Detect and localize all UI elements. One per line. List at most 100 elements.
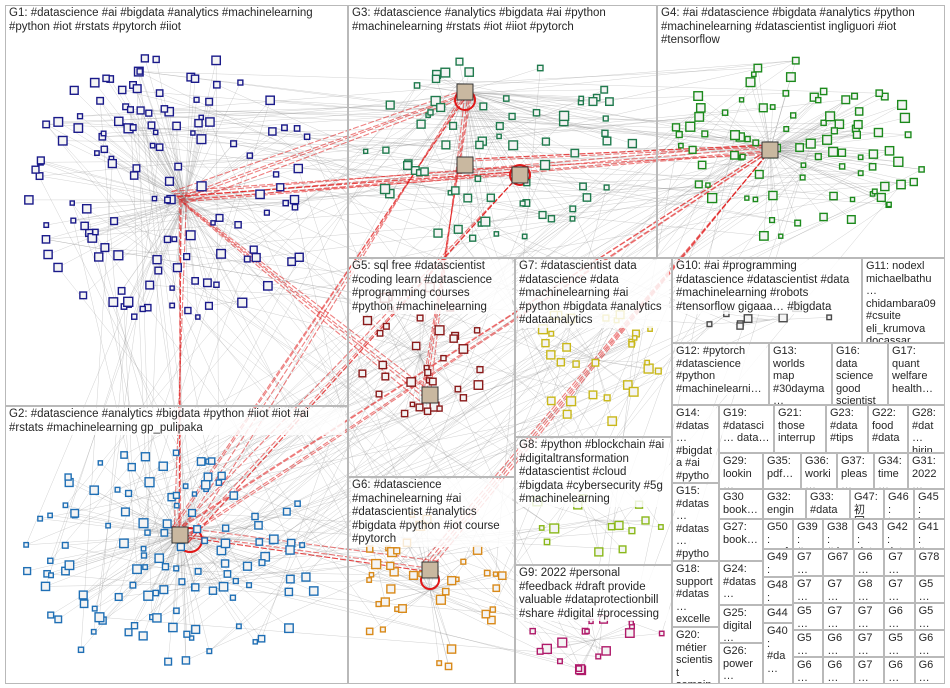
vertex: [791, 56, 800, 65]
edge: [769, 149, 875, 192]
vertex: [108, 297, 119, 308]
vertex: [721, 109, 729, 116]
edge: [227, 151, 834, 575]
edge: [429, 589, 449, 667]
group-label-g7: G7: #datascientist data #datascience #da…: [518, 260, 669, 328]
vertex: [829, 191, 838, 201]
vertex: [381, 372, 390, 381]
vertex: [42, 120, 51, 129]
vertex: [234, 220, 242, 229]
edge: [184, 199, 292, 262]
vertex: [362, 148, 369, 155]
vertex: [600, 85, 609, 94]
vertex: [196, 457, 206, 466]
vertex: [237, 79, 244, 86]
tiny-group-label: G5…: [917, 605, 942, 629]
edge: [480, 184, 699, 225]
vertex: [243, 255, 251, 263]
group-label-g17: G17: quant welfare health…: [891, 345, 942, 395]
vertex: [379, 626, 386, 633]
hub-vertex: [421, 561, 439, 579]
edge: [118, 100, 271, 598]
edge: [769, 149, 873, 195]
vertex: [69, 200, 75, 206]
vertex: [301, 572, 311, 582]
vertex: [152, 589, 160, 597]
tiny-group-box: G6…: [884, 603, 915, 630]
vertex: [558, 110, 570, 122]
edge: [130, 109, 840, 125]
edge: [769, 149, 798, 224]
edge: [58, 106, 484, 123]
hub-vertex: [456, 156, 474, 174]
vertex: [830, 127, 839, 135]
vertex: [601, 129, 609, 138]
edge: [429, 587, 497, 591]
group-box-g13: G13: worlds map #30dayma… pythonma…: [769, 343, 832, 405]
vertex: [120, 507, 130, 517]
group-box-g17: G17: quant welfare health…: [888, 343, 945, 405]
vertex: [569, 215, 576, 222]
edge: [92, 199, 186, 239]
vertex: [136, 68, 144, 75]
edge: [187, 207, 423, 404]
edge: [184, 199, 187, 257]
edge: [566, 347, 596, 361]
vertex: [431, 74, 441, 84]
group-label-g36: G36: worki…: [804, 455, 834, 488]
vertex: [411, 341, 421, 351]
vertex: [181, 656, 191, 665]
edge: [69, 534, 181, 566]
group-box-g23: G23: #data #tips…: [826, 405, 868, 453]
edge: [429, 95, 466, 396]
edge: [594, 359, 628, 386]
edge: [594, 519, 661, 528]
edge: [389, 91, 466, 194]
vertex: [217, 471, 226, 481]
vertex: [430, 95, 441, 107]
edge: [769, 149, 902, 185]
vertex: [536, 647, 544, 655]
edge: [140, 110, 372, 575]
vertex: [291, 203, 299, 211]
group-box-g46: G46: term…: [884, 489, 914, 519]
vertex: [230, 140, 238, 148]
vertex: [129, 124, 137, 132]
group-label-g50: G50: conf…: [766, 521, 790, 548]
vertex: [190, 130, 196, 136]
edge: [184, 199, 208, 283]
vertex: [899, 112, 911, 124]
vertex: [487, 615, 496, 625]
vertex: [453, 224, 463, 234]
edge: [176, 125, 187, 661]
vertex: [436, 405, 443, 412]
edge: [301, 367, 427, 546]
vertex: [92, 228, 99, 236]
vertex: [370, 558, 382, 570]
vertex: [628, 386, 639, 397]
group-box-g6: G6: #datascience #machinelearning #ai #d…: [348, 477, 515, 684]
vertex: [229, 594, 237, 601]
vertex: [678, 142, 684, 149]
edge: [272, 131, 798, 224]
edge: [80, 60, 796, 117]
edge: [102, 404, 413, 621]
edge: [102, 136, 307, 578]
vertex: [403, 160, 413, 171]
vertex: [489, 606, 497, 613]
vertex: [644, 359, 651, 366]
vertex: [131, 313, 138, 320]
vertex: [685, 121, 696, 132]
group-label-g43: G43: data…: [856, 521, 880, 548]
edge: [84, 199, 186, 227]
tiny-group-box: G78: [914, 549, 945, 576]
vertex: [215, 213, 224, 222]
group-label-g13: G13: worlds map #30dayma… pythonma…: [772, 345, 829, 404]
edge: [175, 145, 775, 532]
vertex: [406, 377, 417, 387]
edge: [184, 199, 196, 281]
vertex: [671, 123, 681, 132]
vertex: [163, 235, 172, 244]
edge: [426, 204, 890, 520]
edge: [209, 60, 796, 123]
